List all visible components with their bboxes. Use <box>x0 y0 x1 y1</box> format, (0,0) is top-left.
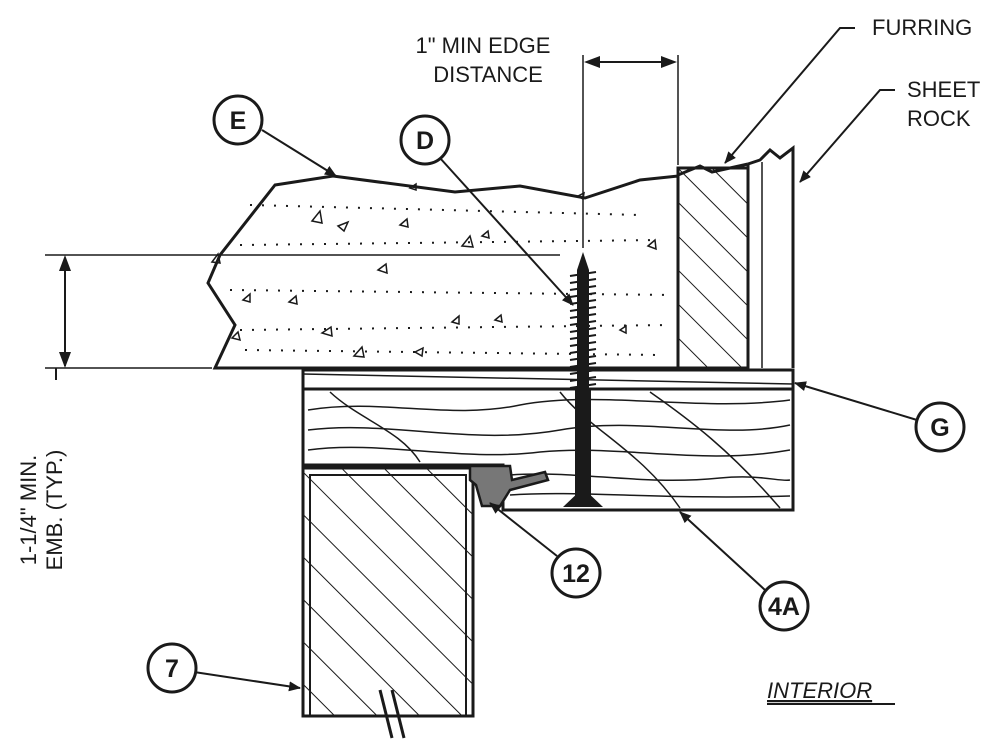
shim-g <box>301 368 795 391</box>
screw-thread <box>569 362 597 368</box>
embedment-dimension <box>45 254 560 369</box>
screw-thread <box>569 306 597 312</box>
callout-4a-label: 4A <box>768 593 800 621</box>
callout-g-label: G <box>930 414 949 442</box>
screw-thread <box>569 320 597 326</box>
leader-lines <box>55 27 918 692</box>
edge-distance-dimension <box>582 55 679 248</box>
furring-label: FURRING <box>872 15 972 40</box>
embedment-label-2: EMB. (TYP.) <box>42 450 67 571</box>
callout-d-label: D <box>416 127 434 155</box>
callout-12: 12 <box>550 547 602 599</box>
callout-e: E <box>212 94 264 146</box>
callout-4a: 4A <box>758 580 810 632</box>
sheet-rock-label-1: SHEET <box>907 77 980 102</box>
screw-thread <box>569 313 597 319</box>
edge-distance-label-2: DISTANCE <box>433 62 543 87</box>
sheet-rock-label-2: ROCK <box>907 106 971 131</box>
screw-thread <box>569 376 597 382</box>
concrete-head <box>206 174 680 370</box>
furring <box>676 162 750 370</box>
callout-e-label: E <box>230 107 247 135</box>
interior-label: INTERIOR <box>767 678 872 703</box>
weatherstrip <box>468 464 550 508</box>
embedment-label-1: 1-1/4" MIN. <box>16 455 41 566</box>
aggregate-specks <box>210 182 657 358</box>
screw-thread <box>569 278 597 284</box>
wood-head-jamb <box>301 387 795 512</box>
screw-thread <box>569 334 597 340</box>
edge-distance-label-1: 1" MIN EDGE <box>416 33 551 58</box>
screw-thread <box>569 327 597 333</box>
callout-g: G <box>914 401 966 453</box>
screw-thread <box>569 341 597 347</box>
screw-thread <box>569 299 597 305</box>
callout-7-label: 7 <box>165 655 179 683</box>
screw-thread <box>569 271 597 277</box>
screw-thread <box>569 285 597 291</box>
screw-thread <box>569 348 597 354</box>
screw-thread <box>569 383 597 389</box>
screw-thread <box>569 355 597 361</box>
window-frame <box>301 466 475 739</box>
callout-7: 7 <box>146 642 198 694</box>
screw-thread <box>569 292 597 298</box>
callout-d: D <box>399 114 451 166</box>
screw-thread <box>569 369 597 375</box>
sheet-rock <box>746 144 795 368</box>
callout-12-label: 12 <box>562 560 590 588</box>
screw-fastener <box>563 252 603 507</box>
